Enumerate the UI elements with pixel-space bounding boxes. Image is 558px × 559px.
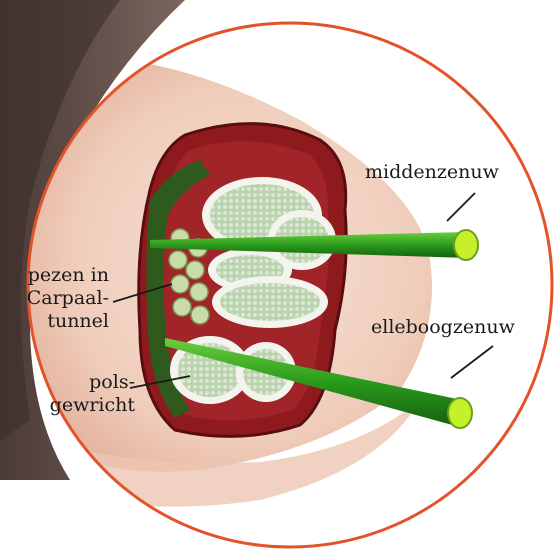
median-nerve-label: middenzenuw: [365, 161, 499, 184]
wrist-cross-section: [139, 124, 347, 437]
wrist-joint-label: pols- gewricht: [50, 371, 135, 417]
tendons-label: pezen in Carpaal- tunnel: [27, 264, 109, 333]
ulnar-nerve-label: elleboogzenuw: [371, 316, 515, 339]
